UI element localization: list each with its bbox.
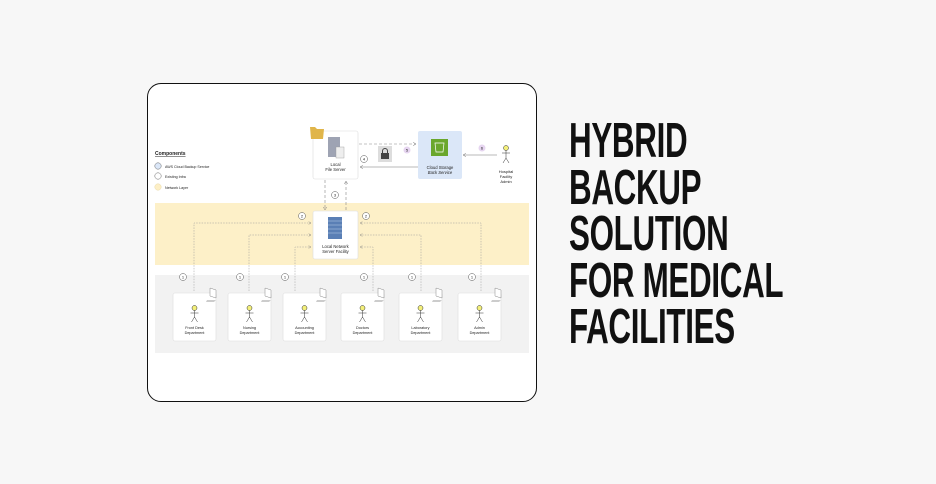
svg-text:1: 1 — [182, 275, 185, 280]
network-server-node[interactable]: Local Network Server Facility — [312, 210, 359, 260]
svg-text:1: 1 — [284, 275, 287, 280]
legend-swatch-existing — [154, 172, 162, 180]
computer-icon — [432, 287, 443, 302]
node-label: File Server — [325, 167, 346, 172]
user-actor-icon — [245, 305, 254, 323]
step-badge-5: 5 — [403, 146, 411, 154]
svg-text:4: 4 — [363, 157, 366, 162]
user-actor-icon — [416, 305, 425, 323]
server-icon — [328, 137, 345, 159]
legend-label-aws: AWS Cloud Backup Service — [165, 165, 209, 169]
department-connectors — [193, 223, 482, 291]
step-badge-3: 3 — [331, 191, 339, 199]
admin-label: Admin — [500, 179, 511, 184]
svg-text:1: 1 — [411, 275, 414, 280]
svg-text:5: 5 — [406, 148, 409, 153]
title-line: SOLUTION — [569, 207, 729, 261]
step-badge-6: 6 — [478, 144, 486, 152]
svg-text:3: 3 — [334, 193, 337, 198]
user-actor-icon — [190, 305, 199, 323]
node-label: Cloud Storage — [427, 165, 454, 170]
department-label: Doctors — [356, 326, 369, 330]
server-rack-icon — [328, 217, 342, 239]
legend-swatch-network — [154, 183, 162, 191]
department-label: Department — [185, 331, 206, 335]
department-label: Laboratory — [411, 326, 429, 330]
svg-text:2: 2 — [301, 214, 304, 219]
department-label: Front Desk — [185, 326, 204, 330]
svg-text:2: 2 — [365, 214, 368, 219]
department-label: Admin — [474, 326, 485, 330]
department-label: Accounting — [295, 326, 314, 330]
department-label: Department — [470, 331, 491, 335]
user-actor-icon — [358, 305, 367, 323]
admin-label: Hospital — [499, 169, 514, 174]
legend-swatch-aws — [154, 162, 162, 170]
node-label: Local Network — [322, 244, 349, 249]
legend-heading: Components — [155, 151, 186, 157]
step-badge-1: 1 — [360, 273, 368, 281]
user-actor-icon — [300, 305, 309, 323]
svg-text:6: 6 — [481, 146, 484, 151]
step-badge-1: 1 — [236, 273, 244, 281]
svg-text:1: 1 — [471, 275, 474, 280]
computer-icon — [491, 287, 502, 302]
title-line: FACILITIES — [569, 300, 735, 354]
department-label: Department — [411, 331, 432, 335]
department-label: Nursing — [243, 326, 256, 330]
admin-actor-icon — [502, 145, 510, 164]
computer-icon — [316, 287, 327, 302]
page-title: HYBRID BACKUP SOLUTION FOR MEDICAL FACIL… — [569, 114, 904, 354]
user-actor-icon — [475, 305, 484, 323]
step-badge-1: 1 — [179, 273, 187, 281]
department-label: Department — [295, 331, 316, 335]
folder-icon — [310, 127, 324, 139]
cloud-storage-node[interactable]: Cloud Storage Back Service — [418, 131, 462, 179]
admin-label: Facility — [500, 174, 512, 179]
bucket-icon — [431, 139, 448, 156]
node-label: Server Facility — [322, 249, 349, 254]
computer-icon — [206, 287, 217, 302]
file-server-node[interactable]: Local File Server — [312, 130, 359, 180]
title-line: HYBRID — [569, 114, 688, 168]
node-label: Back Service — [428, 170, 453, 175]
title-line: FOR MEDICAL — [569, 253, 784, 308]
title-line: BACKUP — [569, 160, 702, 215]
computer-icon — [374, 287, 385, 302]
step-badge-1: 1 — [468, 273, 476, 281]
legend-label-existing: Existing Infra — [165, 175, 186, 179]
department-nodes: Front DeskDepartmentNursingDepartmentAcc… — [172, 287, 502, 342]
lock-icon — [378, 146, 392, 162]
node-label: Local — [330, 162, 340, 167]
department-label: Department — [353, 331, 374, 335]
step-badge-1: 1 — [408, 273, 416, 281]
legend-label-network: Network Layer — [165, 186, 189, 190]
department-label: Department — [240, 331, 261, 335]
step-badge-2: 2 — [298, 212, 306, 220]
computer-icon — [261, 287, 272, 302]
step-badge-1: 1 — [281, 273, 289, 281]
step-badge-2: 2 — [362, 212, 370, 220]
svg-text:1: 1 — [363, 275, 366, 280]
svg-text:1: 1 — [239, 275, 242, 280]
step-badge-4: 4 — [360, 155, 368, 163]
